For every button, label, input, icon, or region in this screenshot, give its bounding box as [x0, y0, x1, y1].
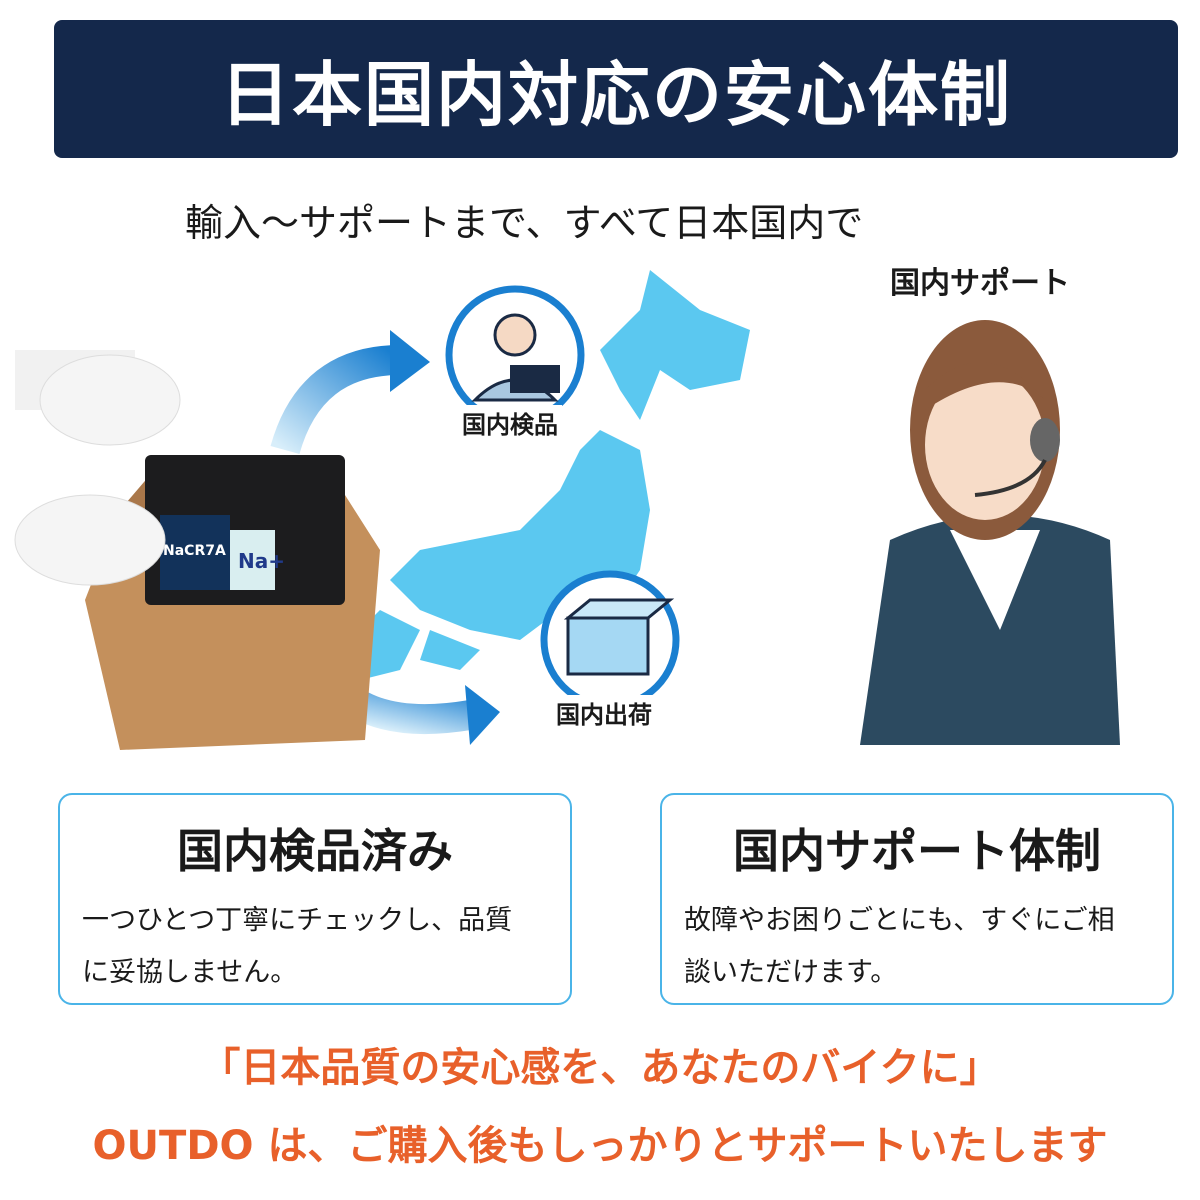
japan-map-illustration: NaCR7A Na+ [14, 270, 1120, 750]
support-label: 国内サポート [890, 266, 1070, 301]
inspection-label: 国内検品 [458, 405, 562, 440]
card-text: 故障やお困りごとにも、すぐにご相談いただけます。 [684, 895, 1172, 999]
japan-map [340, 270, 750, 680]
shipping-label: 国内出荷 [552, 695, 656, 730]
card-line: 一つひとつ丁寧にチェックし、品質 [82, 905, 513, 936]
subtitle: 輸入〜サポートまで、すべて日本国内で [185, 201, 864, 245]
card-title: 国内検品済み [177, 824, 453, 878]
arrowhead-icon [465, 685, 500, 745]
arrow-to-inspection [270, 345, 401, 455]
page-title: 日本国内対応の安心体制 [220, 53, 1012, 136]
header-banner: 日本国内対応の安心体制 [54, 20, 1178, 158]
footer-message: OUTDO は、ご購入後もしっかりとサポートいたします [92, 1123, 1108, 1169]
card-line: 談いただけます。 [684, 957, 898, 988]
inspector-icon [445, 285, 585, 425]
card-inspection: 国内検品済み 一つひとつ丁寧にチェックし、品質に妥協しません。 [58, 793, 572, 1005]
battery-model-text: NaCR7A [163, 543, 226, 559]
card-line: 故障やお困りごとにも、すぐにご相 [684, 905, 1115, 936]
arrowhead-icon [390, 330, 430, 392]
card-line: に妥協しません。 [82, 957, 298, 988]
support-operator-illustration [860, 320, 1120, 745]
package-icon [540, 570, 680, 710]
battery-badge-text: Na+ [238, 549, 285, 573]
battery-box-illustration: NaCR7A Na+ [14, 350, 380, 750]
footer-tagline: 「日本品質の安心感を、あなたのバイクに」 [200, 1045, 1000, 1091]
card-title: 国内サポート体制 [733, 824, 1101, 878]
card-text: 一つひとつ丁寧にチェックし、品質に妥協しません。 [82, 895, 570, 999]
card-support: 国内サポート体制 故障やお困りごとにも、すぐにご相談いただけます。 [660, 793, 1174, 1005]
